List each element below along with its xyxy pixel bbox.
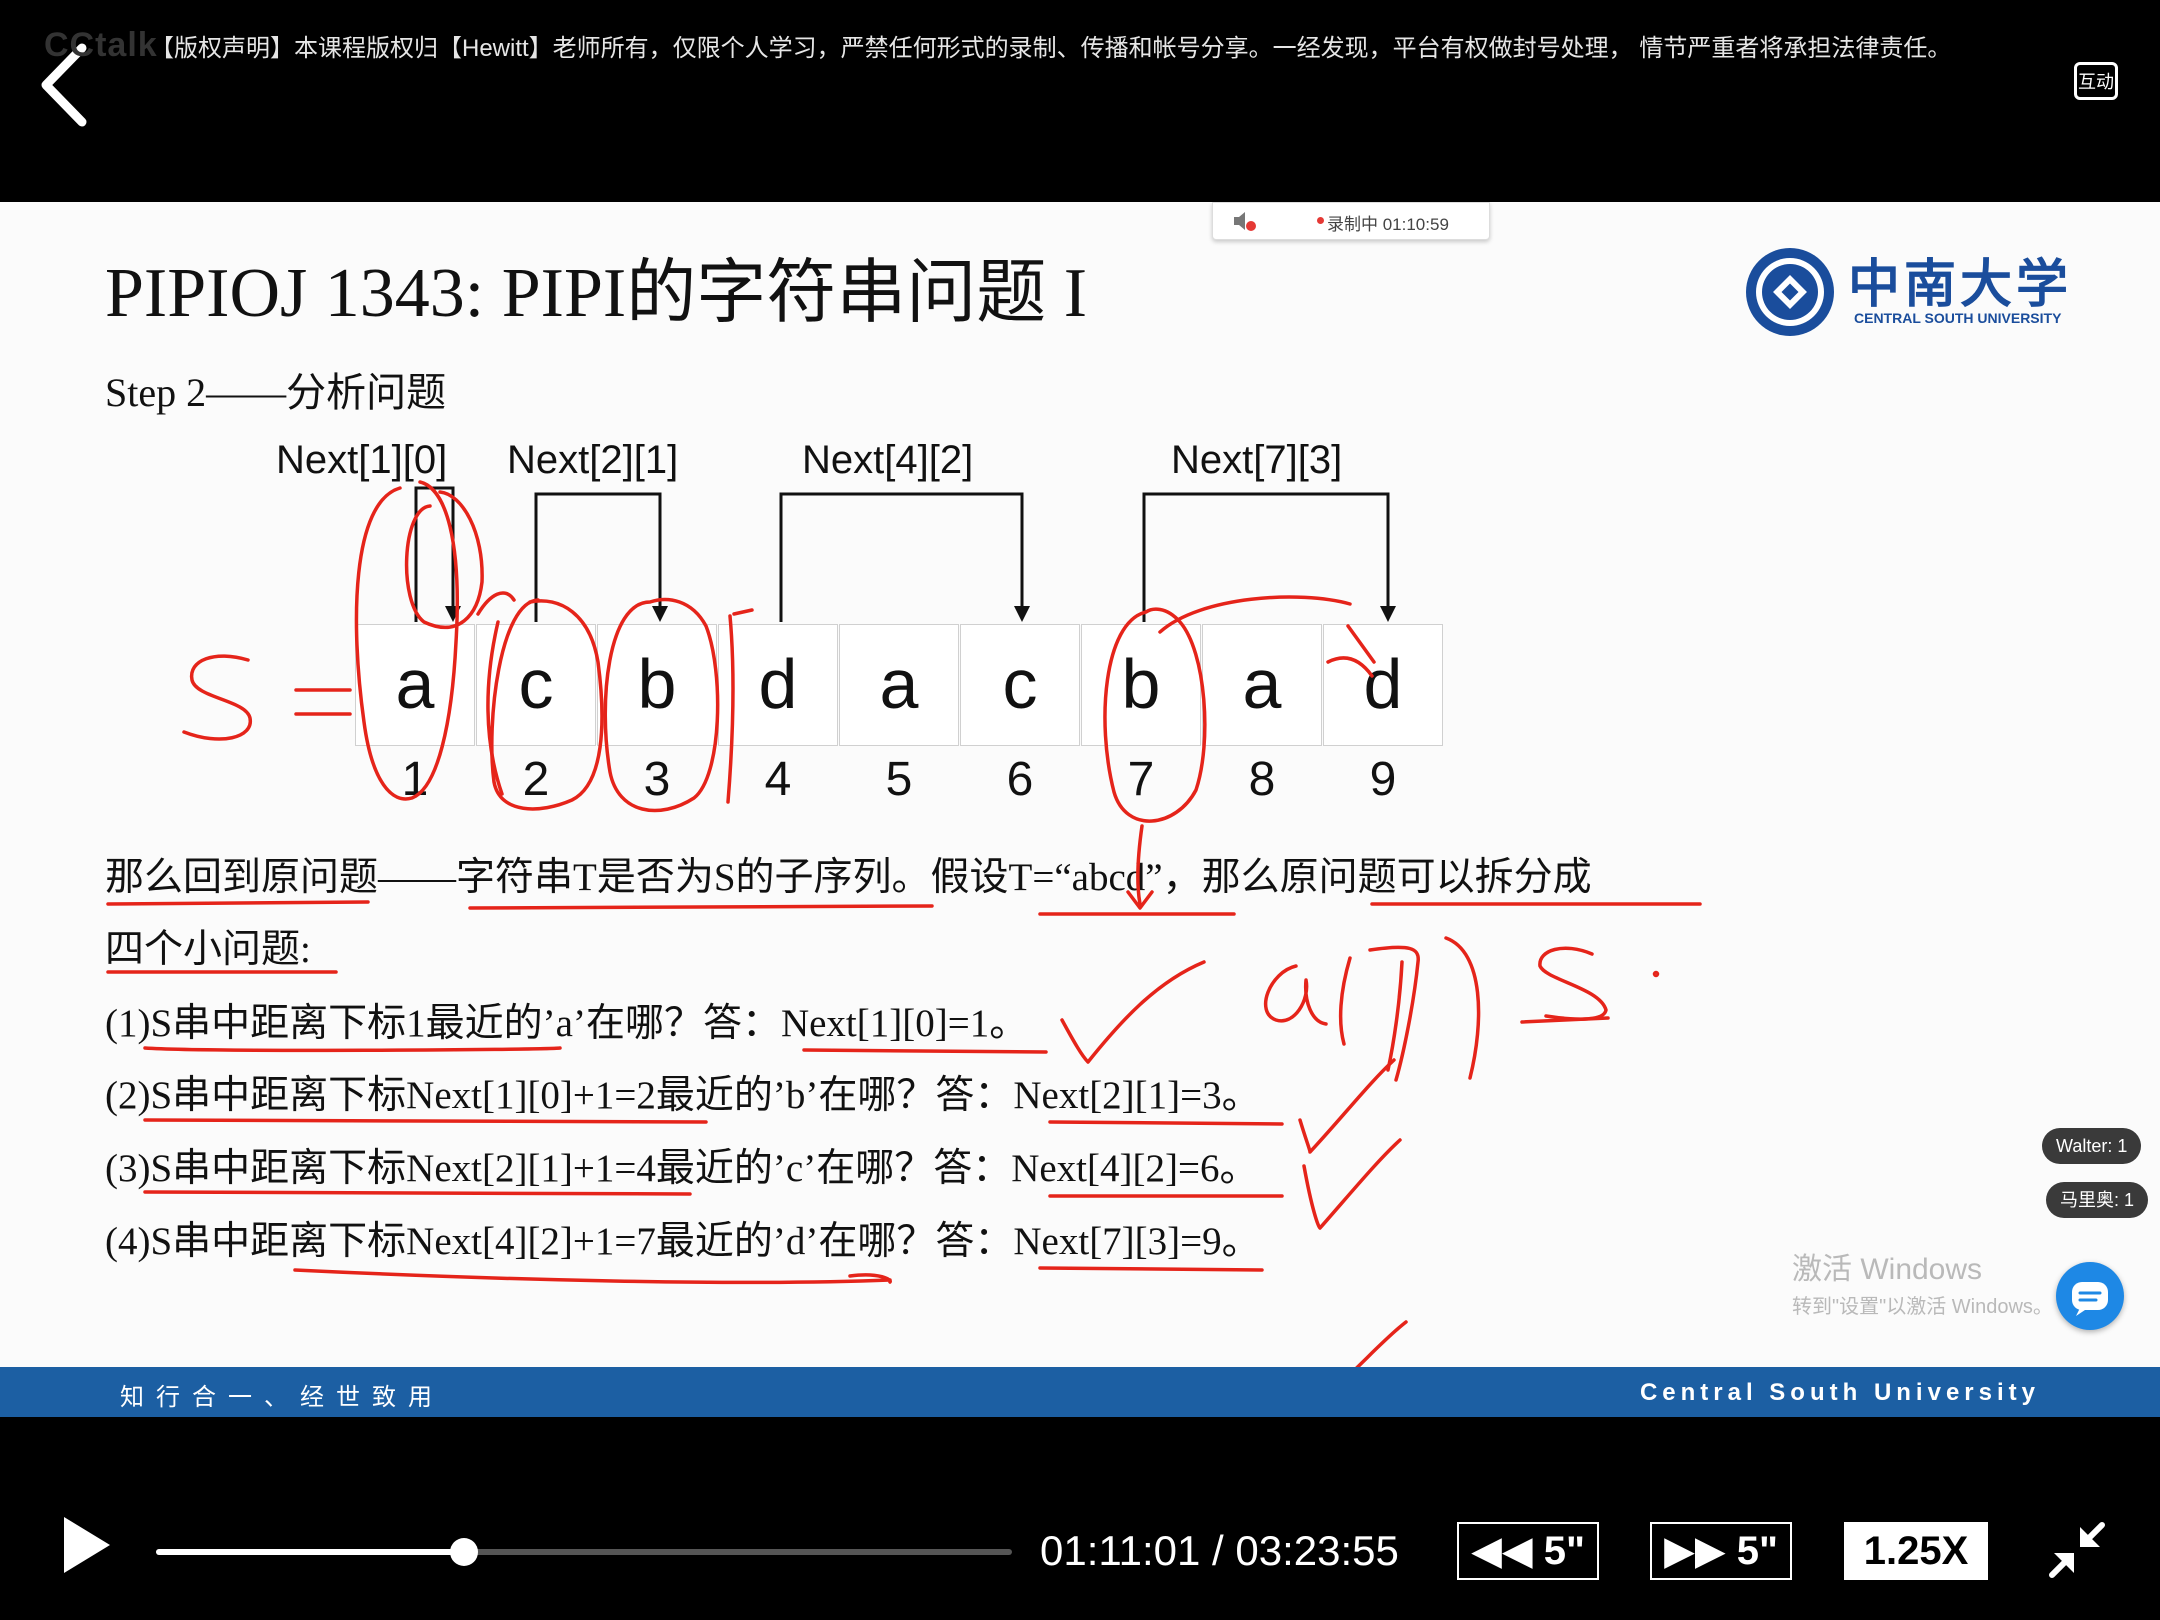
char-cell: a	[355, 624, 475, 746]
video-player-controls: 01:11:01 / 03:23:55 ◀◀ 5" ▶▶ 5" 1.25X	[0, 1417, 2160, 1620]
char-index: 9	[1369, 753, 1397, 806]
total-time: 03:23:55	[1235, 1527, 1399, 1574]
watermark-line: 激活 Windows	[1792, 1253, 1983, 1286]
char-index: 4	[764, 753, 792, 806]
problem-statement: 那么回到原问题——字符串T是否为S的子序列。假设T=“abcd”，那么原问题可以…	[105, 856, 1592, 899]
footer-motto: 知行合一、经世致用	[120, 1384, 444, 1411]
recording-time: 录制中 01:10:59	[1327, 215, 1449, 234]
recording-dot	[1317, 217, 1324, 224]
back-chevron-icon[interactable]	[30, 40, 100, 130]
subproblem-1: (1)S串中距离下标1最近的’a’在哪？答：Next[1][0]=1。	[105, 1002, 1029, 1045]
interact-label: 互动	[2078, 72, 2114, 93]
rewind-5s-button[interactable]: ◀◀ 5"	[1457, 1522, 1599, 1580]
slide-content: PIPIOJ 1343: PIPI的字符串问题 I 录制中 01:10:59 中…	[0, 202, 2160, 1417]
copyright-notice: 【版权声明】本课程版权归【Hewitt】老师所有，仅限个人学习，严禁任何形式的录…	[150, 35, 1952, 62]
next-label: Next[2][1]	[507, 438, 679, 482]
windows-activation-watermark: 激活 Windows 转到"设置"以激活 Windows。	[1792, 1244, 2053, 1319]
slide-title: PIPIOJ 1343: PIPI的字符串问题 I	[105, 255, 1088, 332]
university-name-cn: 中南大学	[1848, 254, 2073, 315]
chat-button[interactable]	[2056, 1262, 2124, 1330]
char-cell: a	[1202, 624, 1322, 746]
progress-bar[interactable]	[156, 1538, 1012, 1566]
recording-indicator: 录制中 01:10:59	[1212, 202, 1490, 240]
mic-muted-icon[interactable]	[1231, 209, 1257, 233]
char-index: 2	[522, 753, 550, 806]
char-index: 7	[1127, 753, 1155, 806]
char-cell: d	[1323, 624, 1443, 746]
exit-fullscreen-icon[interactable]	[2044, 1517, 2110, 1583]
char-index: 3	[643, 753, 671, 806]
university-name-en: CENTRAL SOUTH UNIVERSITY	[1854, 310, 2062, 326]
char-cell: c	[960, 624, 1080, 746]
play-icon[interactable]	[58, 1513, 114, 1577]
time-display: 01:11:01 / 03:23:55	[1040, 1527, 1399, 1575]
progress-thumb[interactable]	[450, 1538, 479, 1566]
time-separator: /	[1200, 1527, 1236, 1574]
problem-statement-cont: 四个小问题:	[105, 928, 311, 971]
current-time: 01:11:01	[1040, 1527, 1201, 1574]
next-arrow-4	[1142, 492, 1390, 622]
university-emblem-icon	[1746, 248, 1834, 336]
score-badge: 马里奥: 1	[2046, 1182, 2149, 1218]
footer-university: Central South University	[1639, 1379, 2040, 1406]
char-index: 1	[401, 753, 429, 806]
watermark-line: 转到"设置"以激活 Windows。	[1792, 1296, 2053, 1318]
cctalk-watermark: CCtalk	[44, 26, 158, 64]
playback-speed-button[interactable]: 1.25X	[1844, 1522, 1988, 1580]
next-arrow-1	[414, 486, 455, 622]
progress-fill	[156, 1549, 465, 1555]
top-bar: CCtalk 【版权声明】本课程版权归【Hewitt】老师所有，仅限个人学习，严…	[0, 0, 2160, 202]
subproblem-2: (2)S串中距离下标Next[1][0]+1=2最近的’b’在哪？答：Next[…	[105, 1074, 1261, 1117]
interact-icon	[2074, 62, 2118, 100]
subproblem-3: (3)S串中距离下标Next[2][1]+1=4最近的’c’在哪？答：Next[…	[105, 1147, 1259, 1190]
char-cell: b	[1081, 624, 1201, 746]
score-badge: Walter: 1	[2042, 1128, 2142, 1164]
char-index: 8	[1248, 753, 1276, 806]
subproblem-4: (4)S串中距离下标Next[4][2]+1=7最近的’d’在哪？答：Next[…	[105, 1220, 1261, 1263]
char-cell: c	[476, 624, 596, 746]
next-label: Next[7][3]	[1171, 438, 1343, 482]
chat-bubble-icon	[2072, 1282, 2108, 1316]
university-logo: 中南大学 CENTRAL SOUTH UNIVERSITY	[1744, 242, 2068, 342]
forward-5s-button[interactable]: ▶▶ 5"	[1650, 1522, 1792, 1580]
next-label: Next[4][2]	[802, 438, 974, 482]
next-label: Next[1][0]	[276, 438, 448, 482]
char-cell: b	[597, 624, 717, 746]
step-heading: Step 2——分析问题	[105, 370, 447, 415]
char-index: 6	[1006, 753, 1034, 806]
next-arrow-3	[779, 492, 1024, 622]
next-arrow-2	[534, 492, 662, 622]
char-cell: a	[839, 624, 959, 746]
char-index: 5	[885, 753, 913, 806]
slide-footer: 知行合一、经世致用 Central South University	[0, 1367, 2160, 1417]
char-cell: d	[718, 624, 838, 746]
interact-button[interactable]: 互动	[2074, 62, 2124, 106]
